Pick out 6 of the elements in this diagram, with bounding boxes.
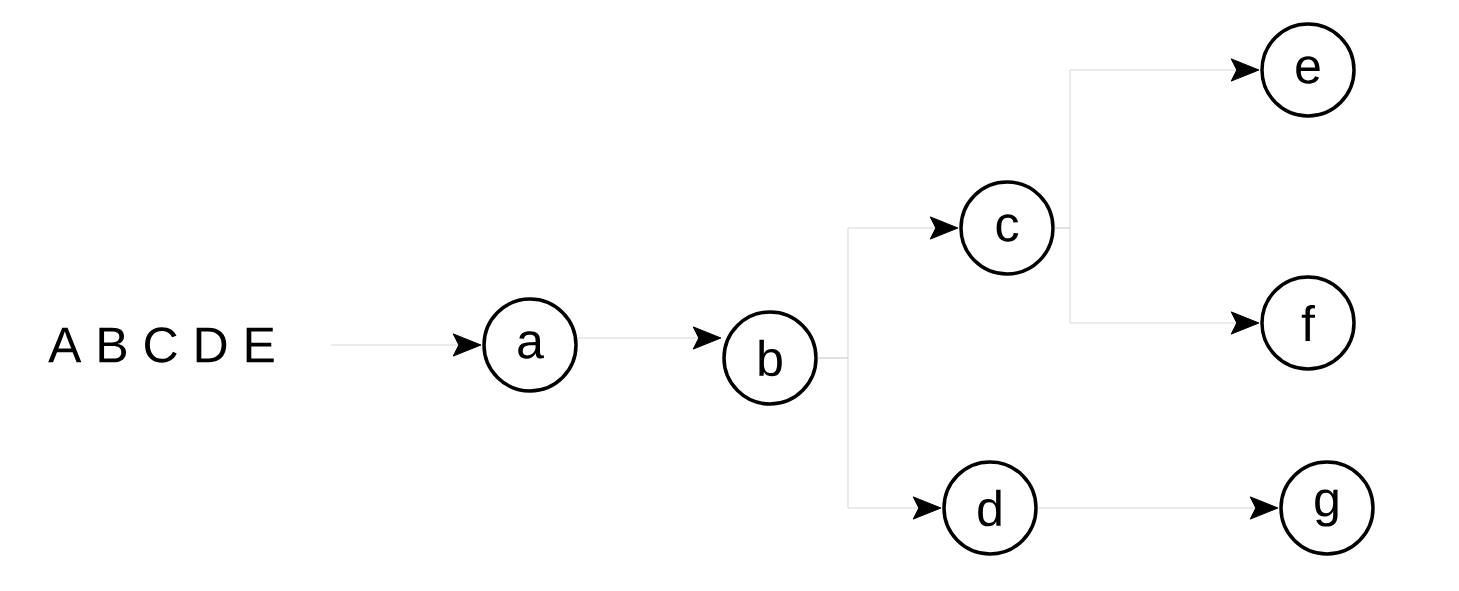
arrow: [577, 326, 722, 350]
arrow: [817, 357, 942, 520]
node-label: A B C D E: [48, 327, 274, 363]
arrow: [330, 333, 482, 357]
arrow: [1037, 496, 1279, 520]
arrow: [1054, 227, 1260, 335]
